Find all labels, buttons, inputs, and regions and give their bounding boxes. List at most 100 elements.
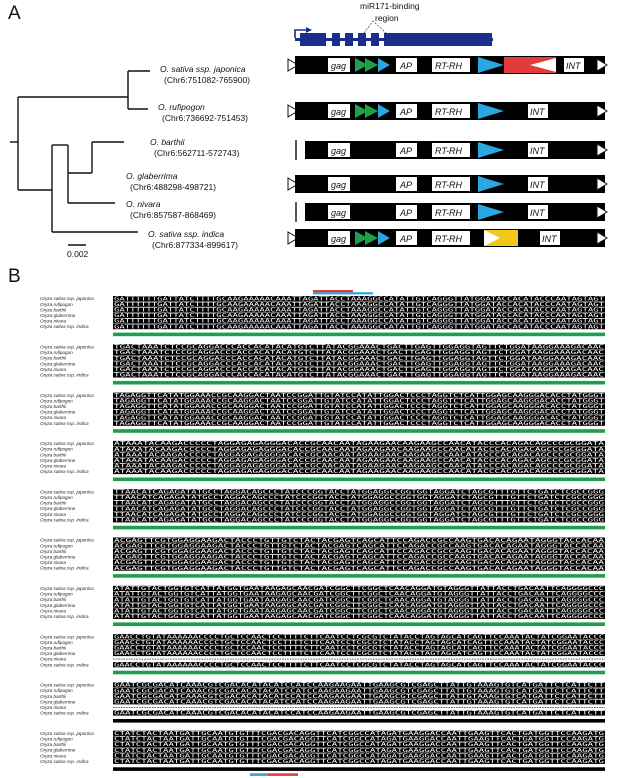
ltr-right-icon [596, 205, 608, 219]
alignment-species: Oryza rufipogon [40, 495, 73, 500]
sequence-text: TAGAGGTTCATATGGAAACCGCAAGGACTAATCCGGATTG… [114, 393, 604, 399]
sequence-text: ACGAGTTCGTGGAGGAAGACTACCCTGTTGTCTACTACGA… [114, 555, 606, 561]
ap-label: AP [399, 180, 412, 190]
alignment-species: Oryza nivara [40, 753, 66, 758]
sequence-text: ATATTGTACTGGTGTCATTATGGTGAATAAGAGCAACGAT… [114, 603, 604, 609]
sequence-row [113, 409, 605, 415]
sequence-row [113, 403, 605, 409]
alignment-species: Oryza nivara [40, 705, 66, 710]
sequence-row [113, 554, 605, 560]
sequence-row [113, 312, 605, 318]
blue-arrow-icon [378, 58, 390, 72]
sequence-text: ATAAATACAAGACCCCCTAGGAGAGAGGGACACCGCAACA… [114, 452, 606, 458]
sequence-row [113, 420, 605, 426]
sequence-row [113, 688, 605, 694]
sequence-row [113, 650, 605, 657]
sequence-text: ATAAATACAAGACCCCCTAGGAGAGAGGGACACCGCAACA… [114, 469, 606, 475]
alignment-species: Oryza glaberrima [40, 651, 76, 656]
conservation-bar [113, 622, 605, 626]
gag-box [328, 58, 350, 72]
sequence-text: ATAAATACAAGACCCCCTAGGAGAGAGGGACACCGCAACA… [114, 447, 606, 453]
alignment-species: Oryza sativa ssp. japonica [40, 441, 94, 446]
alignment-species: Oryza glaberrima [40, 361, 76, 366]
alignment-species: Oryza rufipogon [40, 737, 73, 742]
species-name: O. sativa ssp. indica [148, 229, 224, 239]
blue-insert-icon [478, 103, 504, 119]
sequence-row [113, 613, 605, 619]
alignment-species: Oryza sativa ssp. indica [40, 759, 89, 764]
gag-label: gag [331, 180, 346, 190]
alignment-species: Oryza sativa ssp. indica [40, 662, 89, 667]
ap-box [396, 231, 417, 245]
conservation-bar [113, 477, 605, 482]
conservation-bar [113, 332, 605, 337]
alignment-species: Oryza rufipogon [40, 640, 73, 645]
alignment-species: Oryza nivara [40, 464, 66, 469]
sequence-row [113, 366, 605, 372]
alignment-species: Oryza sativa ssp. japonica [40, 296, 94, 301]
sequence-text: TGACTAAATCTCCGCAGGACCCACCACATACATGTCTTAT… [114, 345, 604, 351]
phylogenetic-tree [10, 70, 150, 233]
gag-label: gag [331, 61, 346, 71]
species-locus: (Chr6:857587-868469) [130, 210, 216, 220]
blue-insert-icon [478, 176, 504, 192]
sequence-text: ACGAGTTCGTGGAGGAAGACTACCCTGTTGTCTACTACGA… [114, 549, 606, 555]
alignment-species: Oryza nivara [40, 512, 66, 517]
alignment-species: Oryza sativa ssp. japonica [40, 586, 94, 591]
sequence-row [113, 608, 605, 614]
alignment-species: Oryza rufipogon [40, 302, 73, 307]
sequence-row [113, 645, 605, 651]
alignment-species: Oryza glaberrima [40, 748, 76, 753]
sequence-row [113, 585, 605, 591]
sequence-row [113, 741, 605, 748]
sequence-text: ATATTGTACTGGTGTCATTATGGTGAATAAGAGCAACGAT… [114, 586, 604, 592]
conservation-bar [113, 767, 605, 771]
green-arrow-icon [355, 231, 368, 245]
sequence-row [113, 440, 605, 447]
alignment-species: Oryza sativa ssp. indica [40, 517, 89, 522]
ltr-right-icon [596, 104, 608, 118]
conservation-bar [113, 719, 605, 723]
ltr-right-icon [596, 58, 608, 72]
alignment-species: Oryza barthii [40, 646, 67, 651]
green-arrow-icon [365, 231, 378, 245]
sequence-row [113, 736, 605, 742]
sequence-text: CTATCTACTAATGATTGCAATGTGTTTCGACGACAGGTTC… [114, 737, 604, 743]
sequence-row [113, 753, 605, 759]
alignment-species: Oryza sativa ssp. indica [40, 421, 89, 426]
sequence-row [113, 494, 605, 500]
alignment-species: Oryza barthii [40, 356, 67, 361]
alignment-species: Oryza sativa ssp. indica [40, 324, 89, 329]
rt-box [432, 58, 470, 72]
sequence-row [113, 463, 605, 469]
transcription-start-arrow [294, 29, 306, 38]
yellow-insert [484, 230, 518, 246]
scale-bar: 0.002 [67, 244, 89, 259]
alignment-species: Oryza nivara [40, 608, 66, 613]
sequence-text: TGACTAAATCTCCGCAGGACCCACCACATACATGTCTTAT… [114, 367, 604, 373]
int-box [528, 177, 548, 191]
alignment-species: Oryza sativa ssp. indica [40, 469, 89, 474]
sequence-text: TTAACATCAGAGATATGCCTAGGACAGCCCTATCCCGGTA… [114, 512, 604, 518]
int-box [528, 205, 548, 219]
int-box [540, 231, 560, 245]
ltr-right-icon [596, 231, 608, 245]
sequence-row [113, 349, 605, 356]
ap-label: AP [399, 208, 412, 218]
sequence-text: CTATCTACTAATGATTGCAATGTGTTTCGACGACAGGTTC… [114, 759, 604, 765]
sequence-text: TGACTAAATCTCCGCAGGACCCACCACATACATGTCTTAT… [114, 373, 604, 379]
species-locus: (Chr6:877334-899617) [152, 240, 238, 250]
sequence-text: GATTTTTTGATTATCTTTTGCAAGAAAAACAAATTAGATT… [114, 308, 604, 314]
conservation-bar [113, 380, 605, 385]
alignment-species: Oryza barthii [40, 404, 67, 409]
sequence-row [113, 452, 605, 458]
sequence-text: ATATTGTACTGGTGTCATTATGGTGAATAAGAGCAACGAT… [114, 614, 604, 620]
rt-box [432, 205, 470, 219]
sequence-row [113, 468, 605, 475]
sequence-text: GATTTTTTGATTATCTTTTGCAAGAAAAACAAATTAGATT… [114, 302, 604, 308]
sequence-text: TAGAGGTTCATATGGAAACCGCAAGGACTAATCCGGATTG… [114, 399, 604, 405]
alignment-species: Oryza glaberrima [40, 555, 76, 560]
